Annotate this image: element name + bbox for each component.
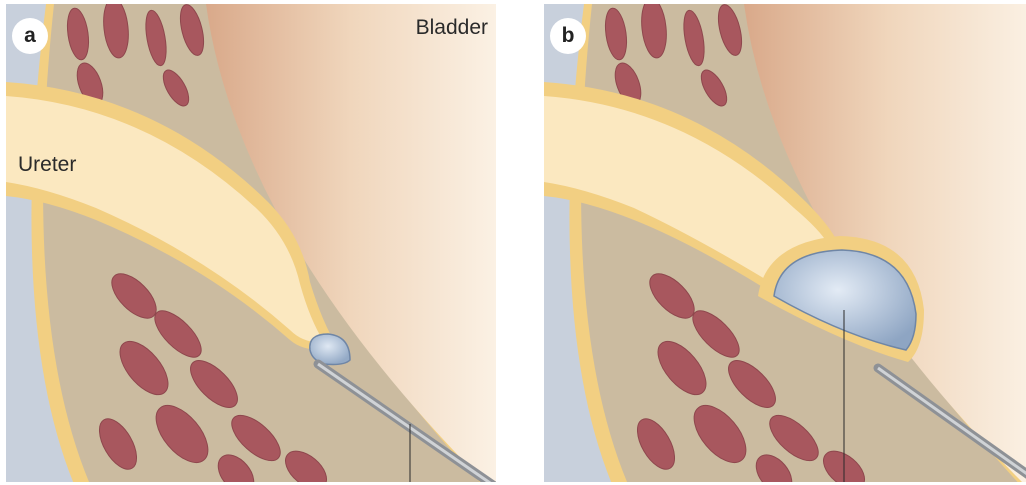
panel-letter-b: b <box>550 18 586 54</box>
panel-letter-a: a <box>12 18 48 54</box>
panel-a-illustration <box>6 4 496 482</box>
bladder-label: Bladder <box>416 16 488 40</box>
panel-b: b <box>544 4 1026 482</box>
panel-a: a Bladder Ureter <box>6 4 496 482</box>
panel-b-illustration <box>544 4 1026 482</box>
ureter-label: Ureter <box>18 153 76 177</box>
